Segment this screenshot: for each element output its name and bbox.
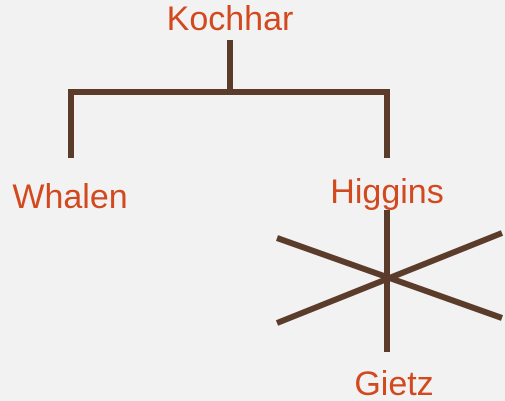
node-kochhar: Kochhar bbox=[166, 0, 294, 38]
node-whalen: Whalen bbox=[12, 178, 128, 216]
node-gietz: Gietz bbox=[354, 365, 434, 401]
cross-stroke-b bbox=[275, 230, 504, 326]
node-higgins: Higgins bbox=[330, 173, 444, 211]
